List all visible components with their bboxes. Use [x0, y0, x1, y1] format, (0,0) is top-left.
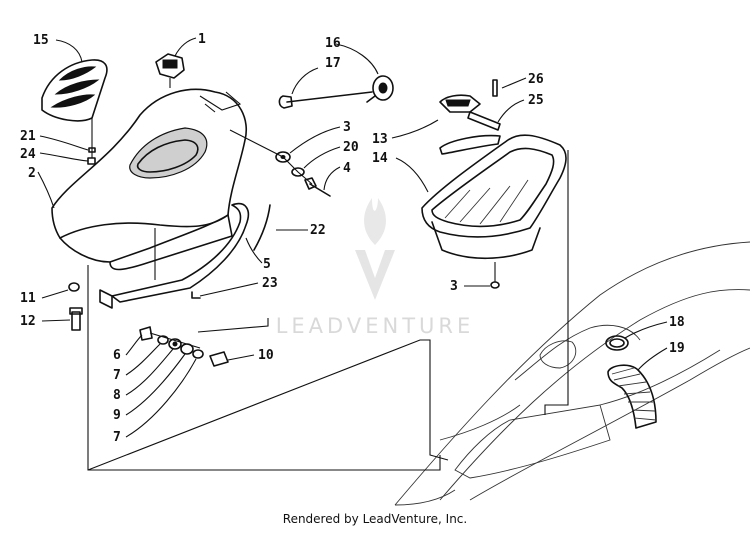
callout-10: 10 [258, 348, 274, 363]
part-19-hose [607, 364, 657, 429]
part-16-grommet [366, 75, 394, 103]
part-9-spacer [180, 343, 194, 355]
callout-12: 12 [20, 314, 36, 329]
part-21-fastener [88, 118, 96, 158]
mount-guide-left [87, 265, 441, 471]
callout-3-lower: 3 [450, 279, 458, 294]
callout-17: 17 [325, 56, 341, 71]
callout-20: 20 [343, 140, 359, 155]
callout-3-upper: 3 [343, 120, 351, 135]
callout-14: 14 [372, 151, 388, 166]
box-mount-line [544, 150, 569, 415]
callout-2: 2 [28, 166, 36, 181]
footer-credit: Rendered by LeadVenture, Inc. [282, 512, 468, 526]
part-5-seat-base [99, 203, 250, 309]
part-13-strap [439, 94, 501, 155]
callout-23: 23 [262, 276, 278, 291]
callout-7-b: 7 [113, 430, 121, 445]
watermark-logo [355, 198, 395, 300]
callout-22: 22 [310, 223, 326, 238]
part-8-bushing [168, 338, 182, 350]
part-20-washer [291, 167, 305, 177]
callout-7-a: 7 [113, 368, 121, 383]
callout-25: 25 [528, 93, 544, 108]
part-24-clip [87, 157, 96, 165]
leader-lines [37, 37, 668, 438]
callout-16: 16 [325, 36, 341, 51]
watermark-text: LEADVENTURE [276, 314, 475, 338]
part-11-washer [68, 282, 80, 292]
part-7-washer-b [192, 349, 204, 359]
callout-9: 9 [113, 408, 121, 423]
part-23-clip [191, 291, 201, 299]
chassis-outline [394, 241, 750, 506]
callout-6: 6 [113, 348, 121, 363]
callout-18: 18 [669, 315, 685, 330]
part-25-strap-band [467, 111, 501, 131]
callouts: 15 1 16 17 26 25 21 24 3 20 4 13 14 2 22… [20, 32, 685, 445]
callout-15: 15 [33, 33, 49, 48]
part-26-screw [492, 79, 498, 97]
part-18-clamp [605, 335, 629, 351]
callout-8: 8 [113, 388, 121, 403]
part-22-strip [253, 204, 271, 251]
callout-26: 26 [528, 72, 544, 87]
part-14-storage-box [421, 134, 567, 282]
callout-21: 21 [20, 129, 36, 144]
callout-19: 19 [669, 341, 685, 356]
mount-guide-rear [87, 339, 449, 471]
callout-13: 13 [372, 132, 388, 147]
part-15-seat-grip [41, 59, 108, 122]
callout-1: 1 [198, 32, 206, 47]
callout-11: 11 [20, 291, 36, 306]
part-10-nut [209, 351, 229, 367]
part-7-washer-a [157, 335, 169, 345]
part-3-washer-lower [490, 281, 500, 289]
part-17-cable [278, 91, 373, 109]
base-rail-leader [197, 318, 269, 333]
part-12-bolt [69, 307, 83, 331]
callout-5: 5 [263, 257, 271, 272]
hardware-axis-line [229, 129, 313, 185]
part-1-latch [155, 53, 185, 88]
part-2-seat [51, 88, 247, 271]
callout-24: 24 [20, 147, 36, 162]
part-4-bolt [304, 177, 331, 197]
callout-4: 4 [343, 161, 351, 176]
